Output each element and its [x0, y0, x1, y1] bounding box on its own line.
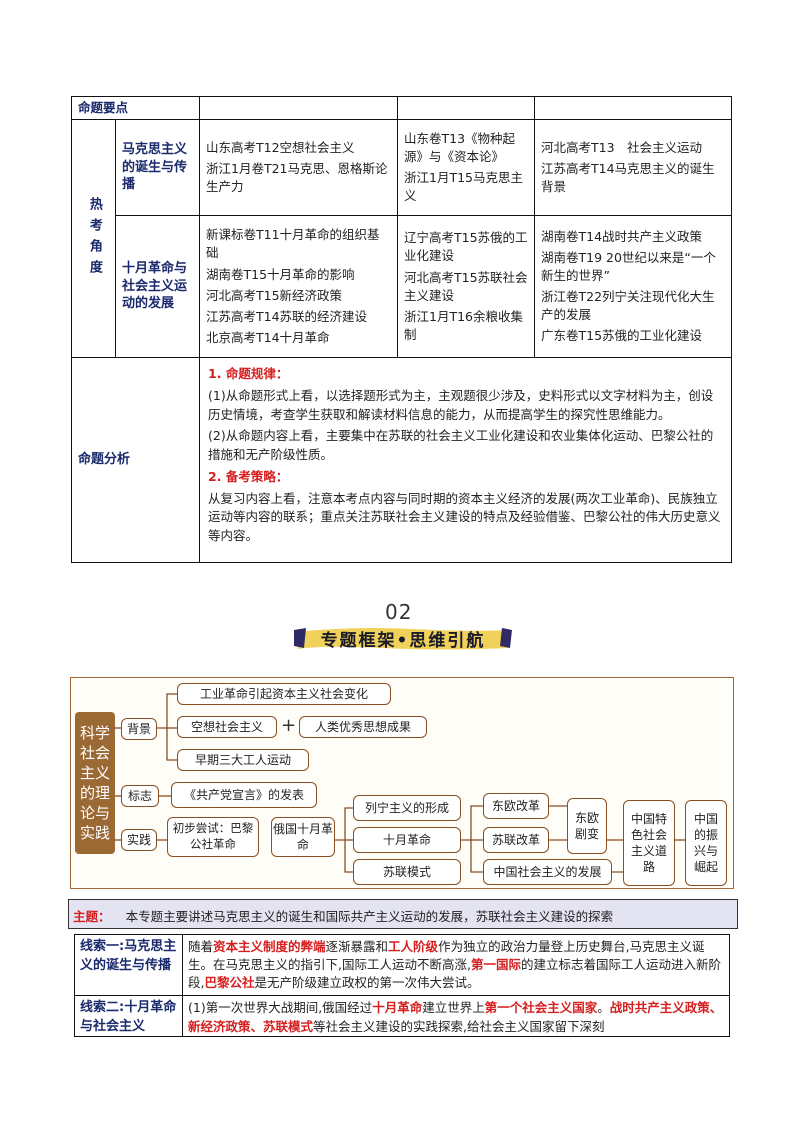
analysis-paragraph: (2)从命题内容上看，主要集中在苏联的社会主义工业化建设和农业集体化运动、巴黎公…	[208, 428, 714, 463]
exam-item: 湖南卷T19 20世纪以来是“一个新生的世界”	[541, 249, 716, 283]
mind-map-root: 科学社会主义的理论与实践	[75, 712, 115, 854]
exam-item: 浙江1月卷T21马克思、恩格斯论生产力	[206, 161, 388, 195]
analysis-paragraph: (1)从命题形式上看，以选择题形式为主，主观题很少涉及，史料形式以文字材料为主，…	[208, 387, 714, 422]
exam-item: 辽宁高考T15苏俄的工业化建设	[404, 230, 528, 264]
node-communist-manifesto: 《共产党宣言》的发表	[171, 782, 317, 808]
exam-item: 河北高考T15新经济政策	[206, 287, 343, 303]
node-october-revolution: 十月革命	[353, 827, 461, 853]
section-number: 02	[385, 600, 413, 624]
node-soviet-reform: 苏联改革	[483, 827, 549, 853]
plus-sign: +	[281, 715, 297, 736]
exam-item: 山东高考T12空想社会主义	[206, 139, 355, 155]
node-china-rise: 中国的振兴与崛起	[685, 800, 727, 886]
clue-2-label: 线索二:十月革命与社会主义	[74, 995, 183, 1038]
exam-item: 湖南卷T14战时共产主义政策	[541, 228, 703, 244]
exam-item: 河北高考T13 社会主义运动	[541, 139, 703, 155]
exam-item: 浙江卷T22列宁关注现代化大生产的发展	[541, 289, 715, 323]
node-human-thought: 人类优秀思想成果	[299, 716, 427, 738]
section-title: 专题框架•思维引航	[320, 631, 486, 651]
node-leninism: 列宁主义的形成	[353, 795, 461, 821]
header-empty-cell	[199, 95, 399, 121]
section-banner-brush	[294, 628, 512, 650]
exam-item: 新课标卷T11十月革命的组织基础	[206, 227, 380, 261]
exam-item: 江苏高考T14马克思主义的诞生背景	[541, 161, 715, 195]
node-paris-commune: 初步尝试：巴黎公社革命	[167, 817, 259, 857]
analysis-label: 命题分析	[70, 357, 201, 564]
clue-1-label: 线索一:马克思主义的诞生与传播	[74, 933, 183, 997]
clue-2-content: (1)第一次世界大战期间,俄国经过十月革命建立世界上第一个社会主义国家。战时共产…	[182, 995, 730, 1038]
clue-table: 线索一:马克思主义的诞生与传播 随着资本主义制度的弊端逐渐暴露和工人阶级作为独立…	[74, 933, 730, 1038]
exam-cell: 山东高考T12空想社会主义 浙江1月卷T21马克思、恩格斯论生产力	[199, 119, 399, 217]
exam-item: 浙江1月T15马克思主义	[404, 170, 524, 204]
node-sign: 标志	[121, 785, 159, 807]
exam-cell: 山东卷T13《物种起源》与《资本论》 浙江1月T15马克思主义	[397, 119, 536, 217]
theme-label: 主题：	[73, 909, 111, 924]
header-empty-cell	[534, 95, 733, 121]
exam-item: 河北高考T15苏联社会主义建设	[404, 269, 528, 303]
exam-cell: 辽宁高考T15苏俄的工业化建设 河北高考T15苏联社会主义建设 浙江1月T16余…	[397, 215, 536, 359]
topic-label: 十月革命与社会主义运动的发展	[114, 215, 201, 359]
theme-banner: 主题： 本专题主要讲述马克思主义的诞生和国际共产主义运动的发展，苏联社会主义建设…	[68, 899, 738, 929]
hot-angle-label: 热考角度	[71, 119, 116, 359]
exam-cell: 湖南卷T14战时共产主义政策 湖南卷T19 20世纪以来是“一个新生的世界” 浙…	[534, 215, 733, 359]
node-practice: 实践	[121, 829, 157, 851]
exam-analysis-table: 命题要点 热考角度 马克思主义的诞生与传播 山东高考T12空想社会主义 浙江1月…	[70, 95, 733, 564]
analysis-heading: 1. 命题规律：	[208, 366, 289, 382]
exam-item: 北京高考T14十月革命	[206, 329, 330, 345]
exam-item: 江苏高考T14苏联的经济建设	[206, 308, 368, 324]
node-eastern-europe-reform: 东欧改革	[483, 793, 549, 819]
hot-angle-text: 热考角度	[86, 196, 102, 281]
exam-cell: 河北高考T13 社会主义运动 江苏高考T14马克思主义的诞生背景	[534, 119, 733, 217]
theme-text: 本专题主要讲述马克思主义的诞生和国际共产主义运动的发展，苏联社会主义建设的探索	[125, 909, 614, 924]
node-early-workers-movements: 早期三大工人运动	[177, 749, 309, 771]
clue-1-content: 随着资本主义制度的弊端逐渐暴露和工人阶级作为独立的政治力量登上历史舞台,马克思主…	[182, 933, 730, 997]
analysis-content: 1. 命题规律： (1)从命题形式上看，以选择题形式为主，主观题很少涉及，史料形…	[199, 357, 733, 564]
node-utopian-socialism: 空想社会主义	[177, 716, 277, 738]
node-chinese-characteristics-path: 中国特色社会主义道路	[623, 800, 675, 886]
header-label: 命题要点	[70, 95, 201, 121]
analysis-paragraph: 从复习内容上看，注意本考点内容与同时期的资本主义经济的发展(两次工业革命)、民族…	[208, 490, 721, 544]
node-background: 背景	[121, 718, 157, 740]
header-empty-cell	[397, 95, 536, 121]
exam-item: 湖南卷T15十月革命的影响	[206, 266, 355, 282]
mind-map: 科学社会主义的理论与实践 背景 工业革命引起资本主义社会变化 空想社会主义 + …	[70, 677, 734, 889]
topic-label: 马克思主义的诞生与传播	[114, 119, 201, 217]
exam-item: 浙江1月T16余粮收集制	[404, 308, 524, 342]
analysis-heading: 2. 备考策略：	[208, 468, 289, 484]
node-eastern-europe-upheaval: 东欧剧变	[567, 798, 607, 854]
node-soviet-model: 苏联模式	[353, 859, 461, 885]
exam-cell: 新课标卷T11十月革命的组织基础 湖南卷T15十月革命的影响 河北高考T15新经…	[199, 215, 399, 359]
exam-item: 广东卷T15苏俄的工业化建设	[541, 328, 703, 344]
node-industrial-revolution: 工业革命引起资本主义社会变化	[177, 683, 391, 705]
node-october-revolution-russia: 俄国十月革命	[271, 817, 335, 857]
node-china-socialism-development: 中国社会主义的发展	[483, 859, 612, 885]
exam-item: 山东卷T13《物种起源》与《资本论》	[404, 130, 516, 164]
